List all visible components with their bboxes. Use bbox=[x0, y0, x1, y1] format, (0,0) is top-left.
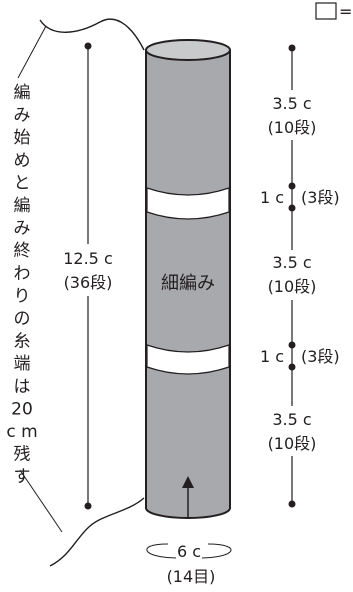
note-leader-top bbox=[17, 25, 47, 79]
section-3-rows: (10段) bbox=[268, 277, 317, 296]
circumference-arc-right bbox=[201, 543, 232, 559]
note-char: と bbox=[14, 173, 31, 193]
note-char: わ bbox=[14, 264, 31, 284]
note-char: は bbox=[14, 377, 31, 397]
section-dot-3 bbox=[288, 341, 296, 349]
total-length-label: 12.5 c bbox=[63, 249, 113, 268]
note-char: み bbox=[14, 219, 31, 239]
section-1-rows: (10段) bbox=[268, 118, 317, 137]
note-char: 始 bbox=[14, 128, 31, 148]
note-char: 編 bbox=[14, 83, 31, 103]
note-char: り bbox=[14, 286, 31, 306]
legend-color-box bbox=[315, 2, 337, 20]
stitch-count-label: (14目) bbox=[167, 567, 216, 586]
stitch-type-label: 細編み bbox=[161, 273, 215, 294]
note-char: め bbox=[14, 151, 31, 171]
section-5-length: 3.5 c bbox=[272, 410, 311, 429]
note-char: 終 bbox=[14, 241, 31, 261]
direction-arrow-head bbox=[182, 476, 194, 488]
yarn-strand bbox=[39, 18, 145, 51]
note-char: の bbox=[14, 309, 31, 329]
section-dot-top bbox=[288, 44, 296, 52]
total-dimension-bottom-dot bbox=[84, 502, 92, 510]
section-4-length: 1 c bbox=[260, 347, 284, 366]
tube: 細編み bbox=[145, 39, 231, 519]
note-char: み bbox=[14, 106, 31, 126]
note-char: 編 bbox=[14, 196, 31, 216]
section-4-rows: (3段) bbox=[301, 347, 340, 366]
section-1-length: 3.5 c bbox=[272, 94, 311, 113]
section-dot-4 bbox=[288, 363, 296, 371]
legend-label: = bbox=[339, 2, 352, 21]
section-3-length: 3.5 c bbox=[272, 253, 311, 272]
bottom-measure: 6 c (14目) bbox=[146, 542, 232, 586]
note-leader-bottom bbox=[19, 469, 63, 533]
section-2-rows: (3段) bbox=[301, 188, 340, 207]
section-2-length: 1 c bbox=[260, 188, 284, 207]
note-char: す bbox=[14, 467, 31, 487]
note-char: 糸 bbox=[14, 332, 31, 352]
note-char: 残 bbox=[14, 445, 31, 465]
section-dimension: 3.5 c (10段) 1 c (3段) 3.5 c (10段) 1 c (3段… bbox=[260, 44, 340, 508]
section-dot-1 bbox=[288, 182, 296, 190]
stripe-upper bbox=[146, 187, 230, 220]
legend: = bbox=[315, 2, 352, 21]
note-char: 端 bbox=[14, 354, 31, 374]
tube-top-opening bbox=[145, 39, 231, 61]
total-dimension-top-dot bbox=[84, 42, 92, 50]
circumference-arc-left bbox=[146, 543, 177, 559]
yarn-strand-bottom bbox=[49, 497, 145, 567]
note-char: c m bbox=[6, 422, 37, 442]
section-dot-bottom bbox=[288, 500, 296, 508]
total-rows-label: (36段) bbox=[64, 273, 113, 292]
total-dimension: 12.5 c (36段) bbox=[56, 42, 120, 510]
circumference-label: 6 c bbox=[177, 542, 201, 561]
note-char: 20 bbox=[11, 399, 33, 419]
stripe-lower bbox=[146, 344, 230, 375]
section-5-rows: (10段) bbox=[268, 434, 317, 453]
section-dot-2 bbox=[288, 204, 296, 212]
